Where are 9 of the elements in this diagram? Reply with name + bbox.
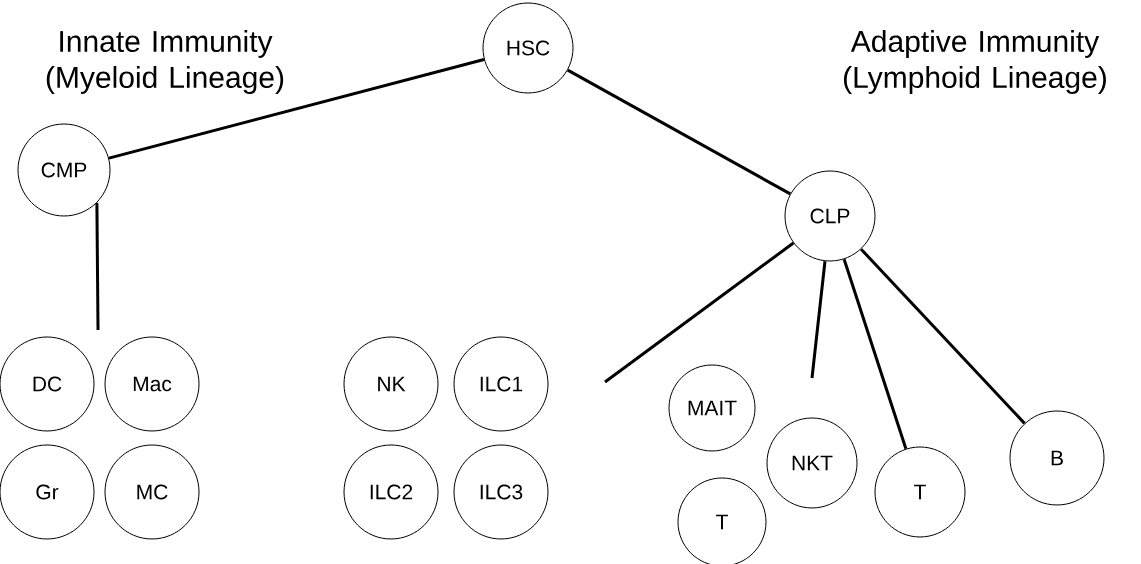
connector-line [108,58,485,160]
heading: Adaptive Immunity (Lymphoid Lineage) [844,30,1106,94]
heading: Innate Immunity (Myeloid Lineage) [46,30,284,94]
connector-line [567,68,791,196]
connector-line [604,241,795,384]
connector-line [810,261,827,379]
connector-line [860,248,1026,425]
connector-line [842,258,908,450]
connector-line [95,202,100,330]
